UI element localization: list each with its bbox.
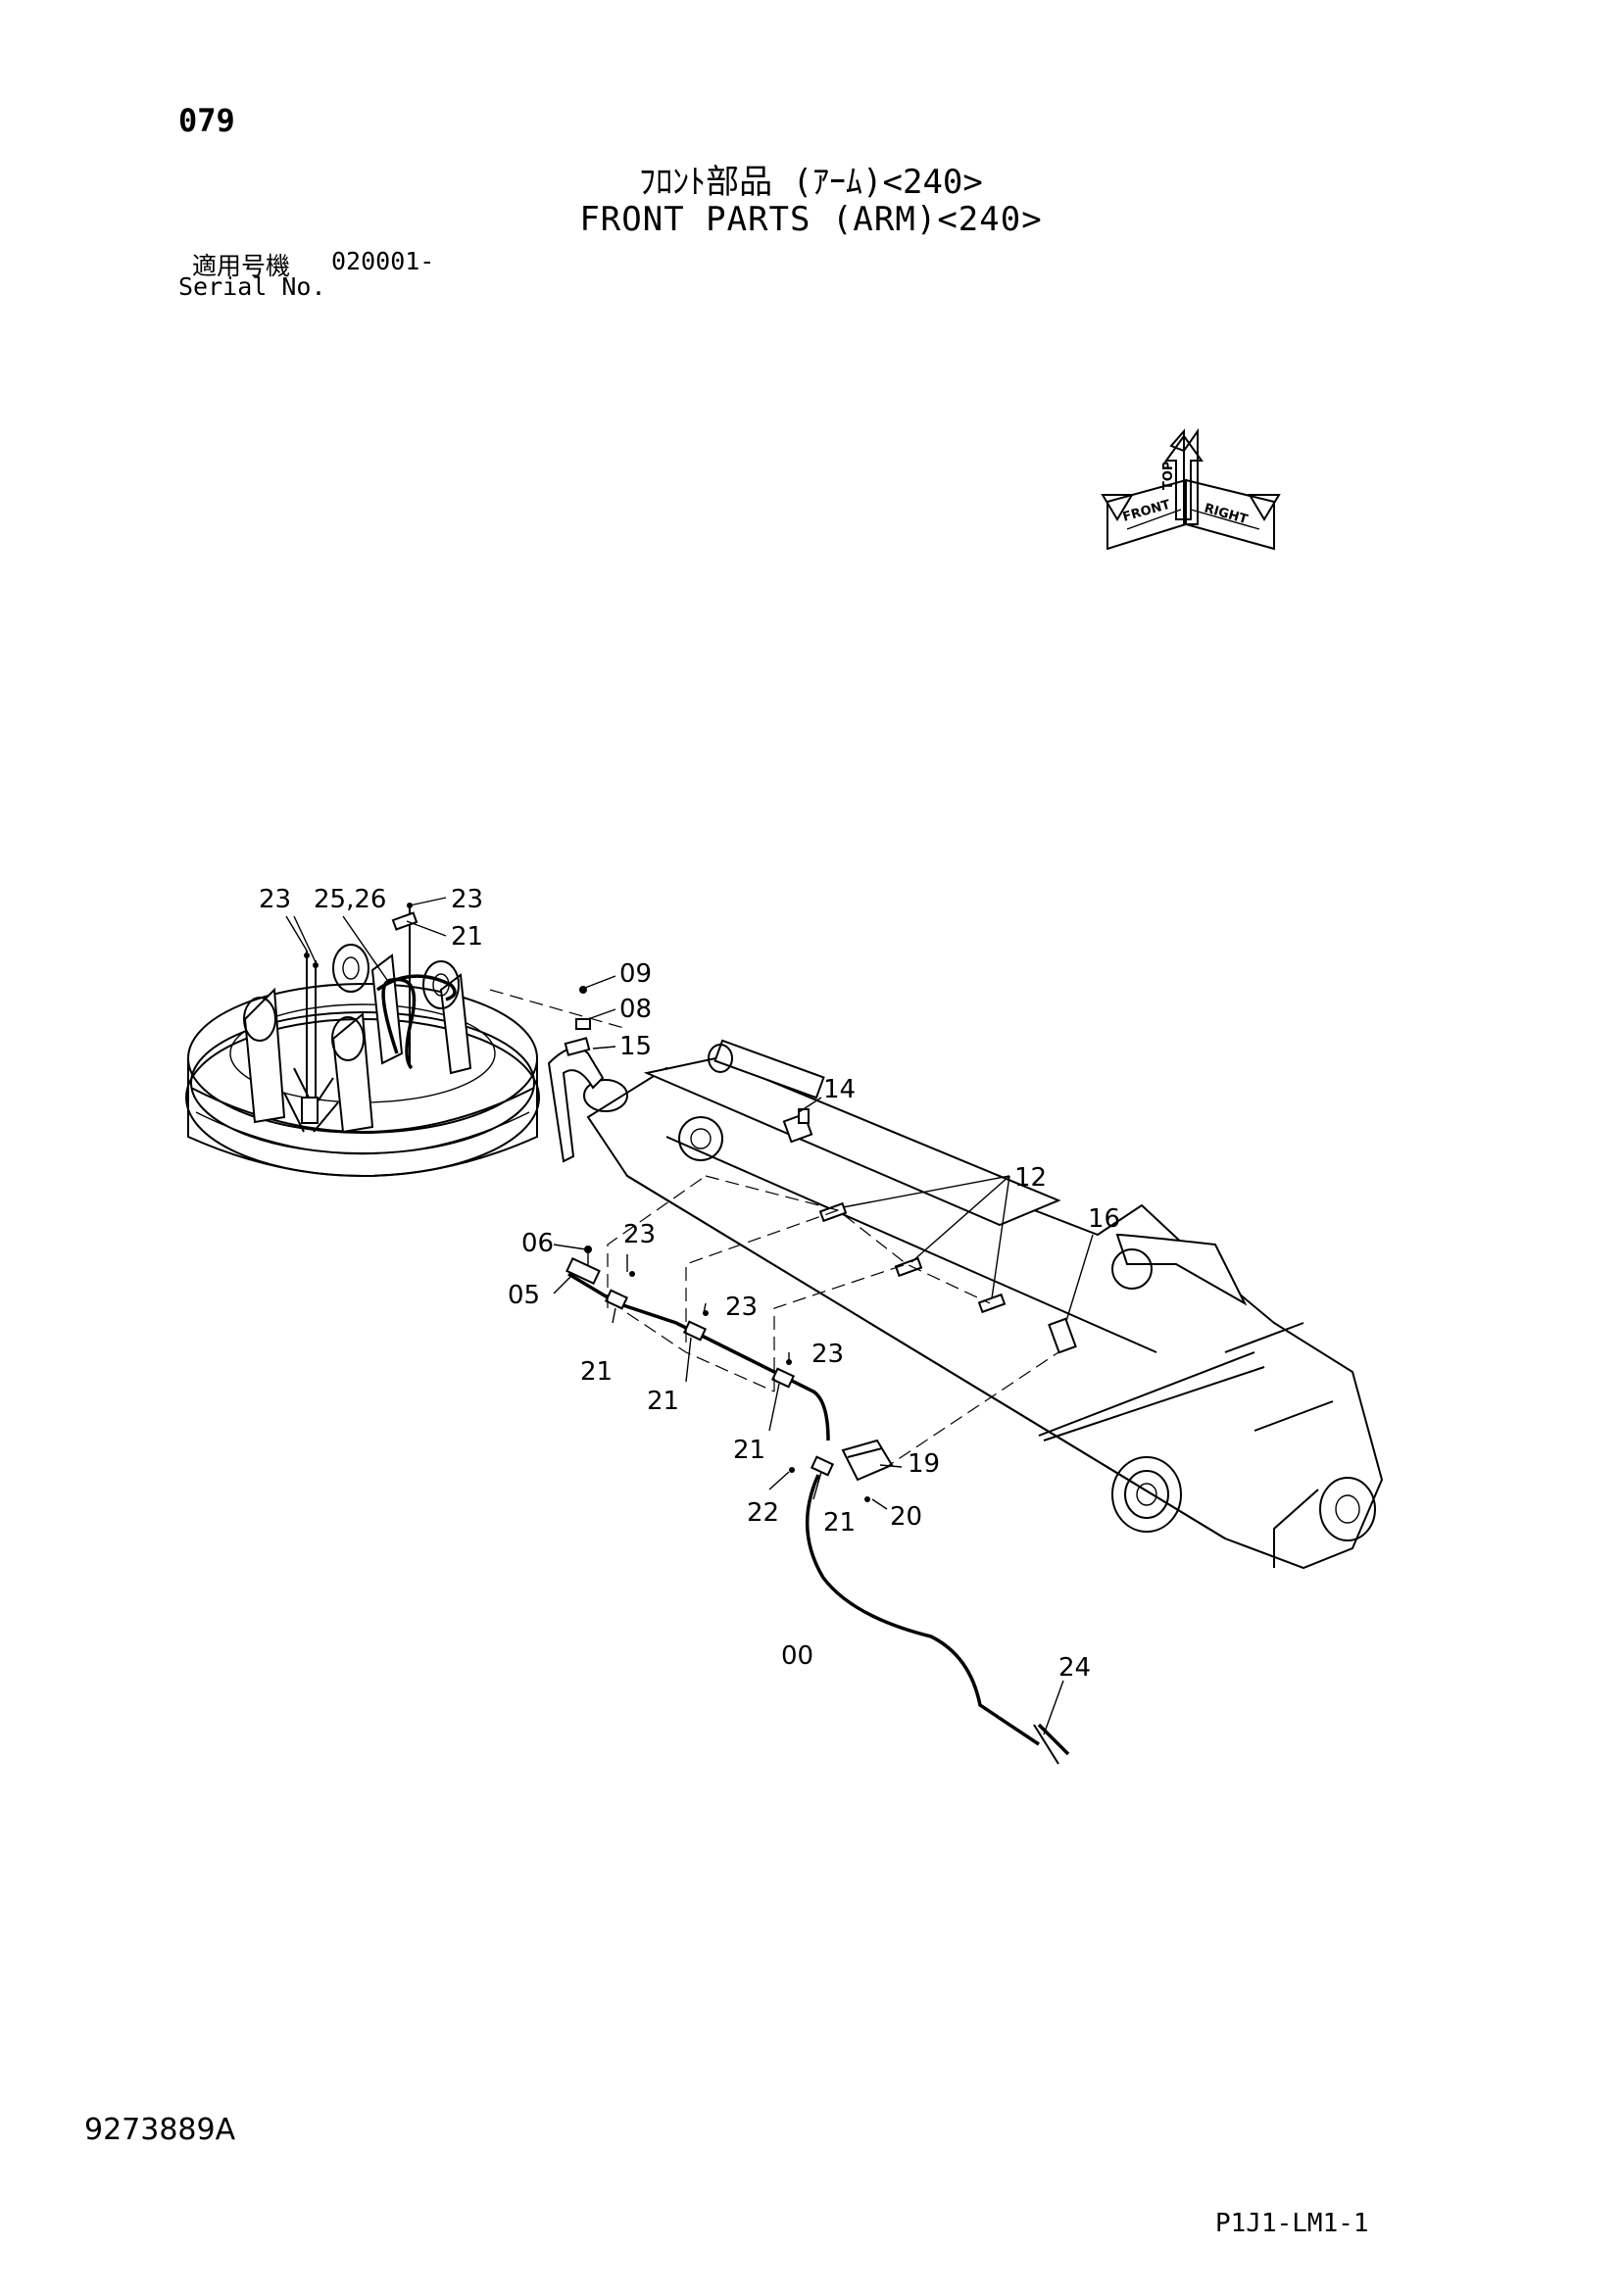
attachment-assembly xyxy=(185,903,540,1177)
compass-top-label: TOP xyxy=(1161,462,1176,490)
callout-22: 22 xyxy=(747,1498,779,1528)
leader-lines xyxy=(285,897,1094,1735)
callout-19: 19 xyxy=(908,1449,940,1479)
hose-clamp xyxy=(547,986,605,1163)
hose-assembly xyxy=(565,1246,1070,1765)
callout-00: 00 xyxy=(781,1641,813,1671)
callout-05: 05 xyxy=(508,1281,540,1310)
callout-23: 23 xyxy=(259,885,291,914)
serial-label-japanese: 適用号機 xyxy=(192,252,291,280)
document-code: 9273889A xyxy=(84,2113,236,2147)
serial-value: 020001- xyxy=(331,247,435,275)
callout-25-26: 25,26 xyxy=(314,885,386,914)
callout-24: 24 xyxy=(1058,1653,1091,1683)
serial-label-english: Serial No. xyxy=(178,272,326,301)
callout-23: 23 xyxy=(451,885,483,914)
orientation-compass: FRONT RIGHT TOP xyxy=(1101,427,1281,551)
arm-assembly xyxy=(583,1039,1384,1570)
mounting-guides xyxy=(489,989,1059,1471)
page-code: P1J1-LM1-1 xyxy=(1215,2209,1369,2238)
callout-08: 08 xyxy=(619,995,652,1024)
callout-21: 21 xyxy=(733,1436,765,1465)
callout-23: 23 xyxy=(623,1220,656,1249)
title-japanese: ﾌﾛﾝﾄ部品 (ｱｰﾑ)<240> xyxy=(639,163,983,202)
callout-14: 14 xyxy=(823,1075,856,1104)
callout-09: 09 xyxy=(619,959,652,989)
page-number: 079 xyxy=(178,102,235,139)
callout-21: 21 xyxy=(647,1387,679,1416)
callout-23: 23 xyxy=(725,1293,758,1322)
callout-20: 20 xyxy=(890,1502,922,1532)
callout-23: 23 xyxy=(811,1340,844,1369)
callout-06: 06 xyxy=(521,1229,554,1258)
callout-16: 16 xyxy=(1088,1204,1120,1234)
callout-21: 21 xyxy=(451,922,483,952)
callout-15: 15 xyxy=(619,1032,652,1061)
callout-12: 12 xyxy=(1014,1163,1047,1193)
title-english: FRONT PARTS (ARM)<240> xyxy=(579,200,1043,239)
callouts: 23 25,26 23 21 09 08 15 14 12 16 06 23 0… xyxy=(259,885,1120,1683)
callout-21: 21 xyxy=(823,1508,856,1538)
callout-21: 21 xyxy=(580,1357,613,1387)
compass-right-label: RIGHT xyxy=(1203,501,1250,527)
